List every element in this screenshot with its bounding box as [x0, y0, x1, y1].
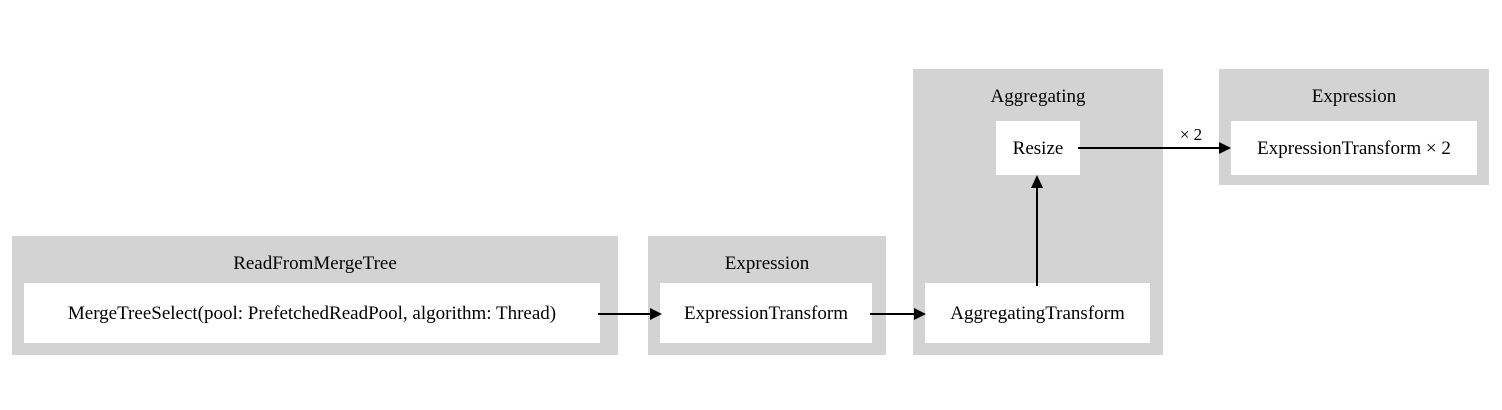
cluster-title-aggregating: Aggregating — [990, 86, 1086, 107]
cluster-title-expression-lower: Expression — [724, 253, 810, 274]
edge-expression-to-aggregating — [870, 308, 926, 320]
node-aggregating-transform[interactable]: AggregatingTransform — [925, 283, 1150, 343]
arrowhead-resize-to-expression-x2 — [1219, 142, 1231, 154]
cluster-title-expression-upper: Expression — [1311, 86, 1397, 107]
edge-resize-to-expression-x2 — [1078, 142, 1231, 154]
node-resize[interactable]: Resize — [996, 121, 1080, 175]
node-label-resize: Resize — [1012, 137, 1064, 159]
node-label-merge-tree-select: MergeTreeSelect(pool: PrefetchedReadPool… — [67, 302, 557, 324]
node-label-aggregating-transform: AggregatingTransform — [950, 302, 1125, 324]
edge-label-resize-to-expression-x2: × 2 — [1179, 125, 1203, 144]
arrowhead-aggregating-to-resize — [1031, 175, 1043, 188]
node-expression-transform[interactable]: ExpressionTransform — [660, 283, 872, 343]
node-merge-tree-select[interactable]: MergeTreeSelect(pool: PrefetchedReadPool… — [24, 283, 600, 343]
arrowhead-expression-to-aggregating — [914, 308, 926, 320]
node-label-expression-transform-x2: ExpressionTransform × 2 — [1257, 137, 1451, 159]
cluster-title-read-from-merge-tree: ReadFromMergeTree — [233, 253, 397, 274]
node-label-expression-transform: ExpressionTransform — [684, 302, 848, 324]
node-expression-transform-x2[interactable]: ExpressionTransform × 2 — [1231, 121, 1477, 175]
arrowhead-select-to-expression — [650, 308, 662, 320]
edge-select-to-expression — [598, 308, 662, 320]
edge-aggregating-to-resize — [1031, 175, 1043, 286]
